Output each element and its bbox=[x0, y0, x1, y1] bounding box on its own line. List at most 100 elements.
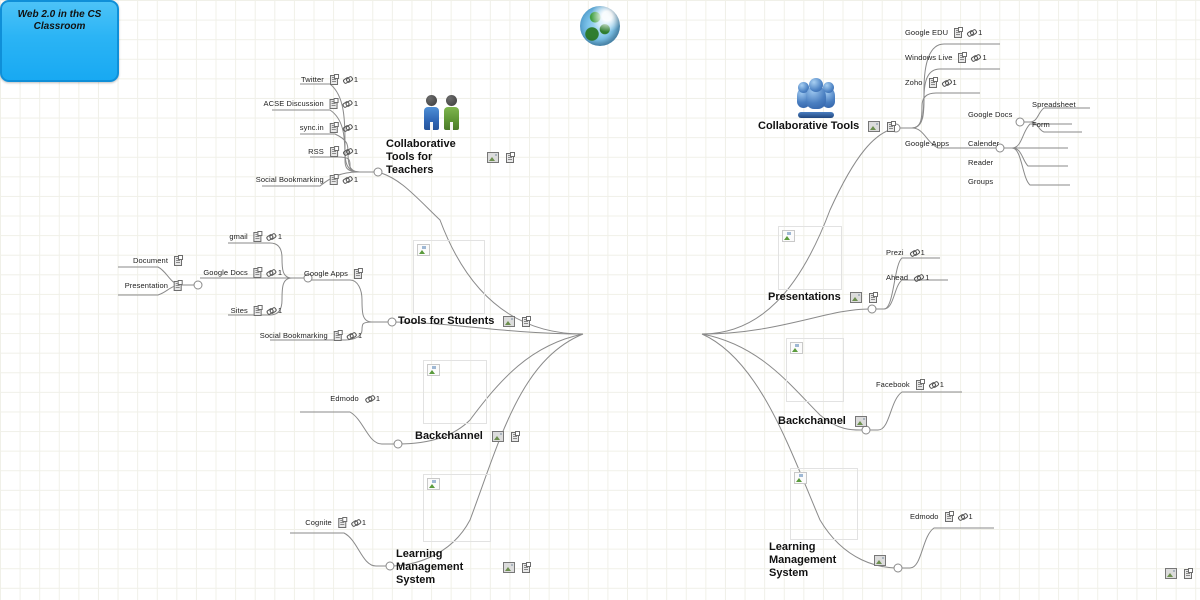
subtopic-cognite[interactable]: Cognite 1 bbox=[305, 517, 366, 528]
root-node[interactable]: Web 2.0 in the CS Classroom bbox=[0, 0, 1193, 579]
subtopic-prezi[interactable]: Prezi 1 bbox=[886, 248, 925, 257]
link-icon[interactable] bbox=[958, 512, 967, 521]
subtopic-spreadsheet[interactable]: Spreadsheet bbox=[1032, 100, 1076, 109]
image-icon[interactable] bbox=[868, 121, 881, 132]
note-icon[interactable] bbox=[329, 74, 339, 85]
subtopic-label: RSS bbox=[308, 147, 324, 156]
subtopic-groups[interactable]: Groups bbox=[968, 177, 993, 186]
subtopic-google-docs-students[interactable]: Google Docs 1 bbox=[203, 267, 282, 278]
image-icon[interactable] bbox=[491, 431, 504, 442]
subtopic-facebook[interactable]: Facebook 1 bbox=[876, 379, 944, 390]
subtopic-label: Groups bbox=[968, 177, 994, 186]
subtopic-reader[interactable]: Reader bbox=[968, 158, 993, 167]
note-icon[interactable] bbox=[253, 231, 263, 242]
link-icon[interactable] bbox=[971, 53, 980, 62]
note-icon[interactable] bbox=[329, 174, 339, 185]
link-icon[interactable] bbox=[365, 394, 374, 403]
note-icon[interactable] bbox=[333, 330, 343, 341]
link-icon[interactable] bbox=[347, 331, 356, 340]
note-icon[interactable] bbox=[174, 280, 183, 291]
note-icon[interactable] bbox=[329, 146, 339, 157]
note-icon[interactable] bbox=[354, 268, 363, 279]
note-icon[interactable] bbox=[887, 121, 897, 132]
note-icon[interactable] bbox=[915, 379, 925, 390]
subtopic-document[interactable]: Document bbox=[133, 255, 183, 266]
subtopic-zoho[interactable]: Zoho 1 bbox=[905, 77, 957, 88]
link-count: 1 bbox=[375, 394, 380, 403]
subtopic-label: Facebook bbox=[876, 380, 910, 389]
link-icon[interactable] bbox=[267, 232, 276, 241]
subtopic-google-apps-students[interactable]: Google Apps bbox=[304, 268, 363, 279]
subtopic-rss[interactable]: RSS 1 bbox=[308, 146, 358, 157]
note-icon[interactable] bbox=[174, 255, 183, 266]
subtopic-sites[interactable]: Sites 1 bbox=[231, 305, 282, 316]
note-icon[interactable] bbox=[506, 152, 515, 163]
main-topic-collaborative-tools-for-teachers[interactable]: Collaborative Tools for Teachers bbox=[386, 138, 515, 177]
link-icon[interactable] bbox=[910, 248, 919, 257]
note-icon[interactable] bbox=[868, 292, 878, 303]
link-icon[interactable] bbox=[929, 380, 938, 389]
image-icon[interactable] bbox=[1165, 568, 1177, 579]
subtopic-ahead[interactable]: Ahead 1 bbox=[886, 273, 929, 282]
link-icon[interactable] bbox=[343, 147, 352, 156]
link-icon[interactable] bbox=[343, 99, 352, 108]
note-icon[interactable] bbox=[329, 98, 339, 109]
subtopic-google-edu[interactable]: Google EDU 1 bbox=[905, 27, 982, 38]
note-icon[interactable] bbox=[944, 511, 954, 522]
main-topic-presentations[interactable]: Presentations bbox=[768, 291, 878, 304]
image-icon[interactable] bbox=[849, 292, 862, 303]
main-topic-learning-management-system-right[interactable]: Learning Management System bbox=[769, 541, 886, 580]
subtopic-google-apps-right[interactable]: Google Apps bbox=[905, 139, 949, 148]
link-icon[interactable] bbox=[343, 75, 352, 84]
link-icon[interactable] bbox=[351, 518, 360, 527]
subtopic-windows-live[interactable]: Windows Live 1 bbox=[905, 52, 987, 63]
subtopic-social-bookmarking-teachers[interactable]: Social Bookmarking 1 bbox=[256, 174, 358, 185]
subtopic-sync-in[interactable]: sync.in 1 bbox=[300, 122, 358, 133]
note-icon[interactable] bbox=[253, 267, 263, 278]
note-icon[interactable] bbox=[510, 431, 520, 442]
note-icon[interactable] bbox=[337, 517, 347, 528]
image-icon[interactable] bbox=[503, 316, 516, 327]
link-icon[interactable] bbox=[343, 123, 352, 132]
subtopic-twitter[interactable]: Twitter 1 bbox=[301, 74, 358, 85]
main-topic-collaborative-tools-right[interactable]: Collaborative Tools bbox=[758, 120, 897, 133]
image-icon[interactable] bbox=[854, 416, 867, 427]
subtopic-edmodo-left[interactable]: Edmodo 1 bbox=[330, 394, 380, 403]
subtopic-social-bookmarking-students[interactable]: Social Bookmarking 1 bbox=[259, 330, 362, 341]
link-icon[interactable] bbox=[942, 78, 951, 87]
root-title: Web 2.0 in the CS Classroom bbox=[17, 9, 102, 32]
link-icon[interactable] bbox=[914, 273, 923, 282]
subtopic-acse-discussion[interactable]: ACSE Discussion 1 bbox=[264, 98, 358, 109]
note-icon[interactable] bbox=[958, 52, 968, 63]
note-icon[interactable] bbox=[954, 27, 964, 38]
subtopic-google-docs-right[interactable]: Google Docs bbox=[968, 110, 1012, 119]
subtopic-gmail[interactable]: gmail 1 bbox=[229, 231, 282, 242]
broken-image-placeholder bbox=[423, 474, 491, 542]
link-icon[interactable] bbox=[343, 175, 352, 184]
note-icon[interactable] bbox=[329, 122, 339, 133]
broken-image-placeholder bbox=[786, 338, 844, 402]
link-icon[interactable] bbox=[267, 268, 276, 277]
image-icon[interactable] bbox=[487, 152, 499, 163]
subtopic-edmodo-right[interactable]: Edmodo 1 bbox=[910, 511, 973, 522]
link-icon[interactable] bbox=[967, 28, 976, 37]
image-icon[interactable] bbox=[503, 562, 515, 573]
link-icon[interactable] bbox=[267, 306, 276, 315]
main-topic-learning-management-system-left[interactable]: Learning Management System bbox=[396, 548, 531, 587]
note-icon[interactable] bbox=[522, 562, 531, 573]
image-icon[interactable] bbox=[874, 555, 886, 566]
subtopic-label: Social Bookmarking bbox=[259, 331, 328, 340]
main-topic-backchannel-right[interactable]: Backchannel bbox=[778, 415, 867, 428]
subtopic-presentation[interactable]: Presentation bbox=[125, 280, 183, 291]
note-icon[interactable] bbox=[522, 316, 532, 327]
link-count: 1 bbox=[277, 232, 282, 241]
main-topic-tools-for-students[interactable]: Tools for Students bbox=[398, 315, 532, 328]
subtopic-form[interactable]: Form bbox=[1032, 120, 1050, 129]
main-topic-backchannel-left[interactable]: Backchannel bbox=[415, 430, 520, 443]
note-icon[interactable] bbox=[253, 305, 263, 316]
link-count: 1 bbox=[357, 331, 362, 340]
subtopic-calender[interactable]: Calender bbox=[968, 139, 999, 148]
note-icon[interactable] bbox=[1184, 568, 1193, 579]
note-icon[interactable] bbox=[928, 77, 938, 88]
